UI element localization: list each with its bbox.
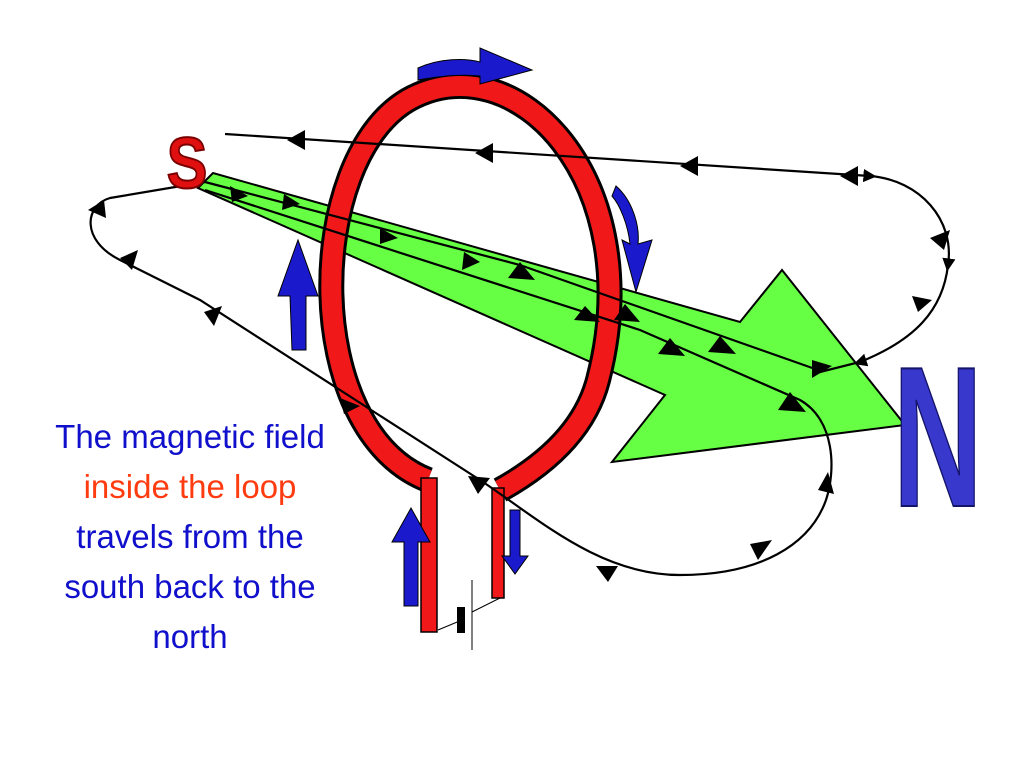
field-arrowhead [812,360,832,378]
field-arrowhead [88,200,106,218]
caption-text: The magnetic field inside the loop trave… [55,412,325,662]
field-arrowhead [778,392,806,412]
field-arrowhead [614,304,640,322]
current-loop-fill [321,76,620,499]
caption-part2: travels from the south back to the north [64,518,316,655]
field-arrowhead [462,252,480,270]
current-arrows [277,47,653,607]
field-arrowhead [282,194,300,210]
field-arrowhead [680,156,698,176]
field-line-top [224,132,956,374]
field-arrowhead [508,262,535,280]
field-arrowhead [658,338,685,356]
field-arrowhead [574,306,600,322]
field-arrowhead [468,476,490,494]
field-arrowhead [120,250,138,270]
caption-highlight: inside the loop [83,468,297,505]
field-line-middle [89,180,833,577]
left-lead [420,477,438,633]
current-arrow-down [501,509,529,575]
field-arrowhead [287,130,305,150]
current-arrow-top [417,47,534,85]
battery-icon [437,580,501,650]
field-arrowhead [818,472,834,494]
field-arrowhead [204,306,222,326]
south-pole-label: S [166,124,209,204]
field-arrowhead [708,336,736,354]
current-arrow-right [611,185,653,294]
field-arrowhead [230,186,248,202]
field-arrowhead [475,143,493,163]
north-pole-label: N [892,326,983,549]
field-arrowhead [380,228,398,244]
field-arrowhead [340,398,360,414]
field-arrowhead [912,296,932,312]
field-arrowhead [840,166,858,186]
field-arrowhead [930,230,950,250]
current-arrow-left [277,238,319,351]
right-lead [491,487,505,599]
caption-part1: The magnetic field [55,418,325,455]
field-line-arrowheads [88,130,950,582]
field-arrowhead [596,566,618,582]
current-arrow-up [391,506,431,607]
field-arrowhead [750,540,772,560]
